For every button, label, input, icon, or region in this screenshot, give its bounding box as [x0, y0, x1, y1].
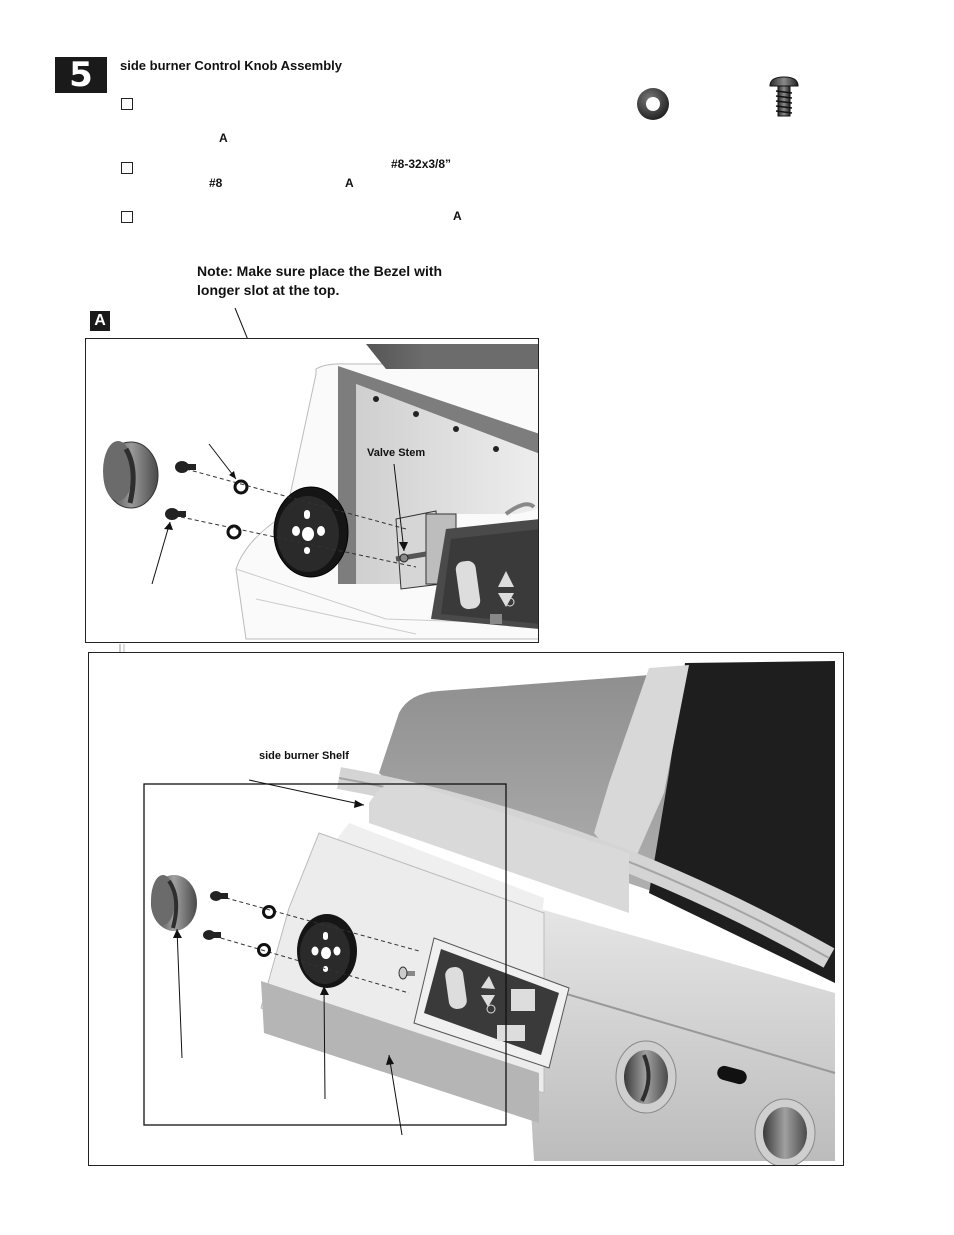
step-number: 5	[55, 57, 107, 93]
washer-icon	[637, 88, 669, 120]
figure-ref-2: A	[345, 176, 354, 190]
figure-a-label: A	[90, 311, 110, 331]
figure-ref-3: A	[453, 209, 462, 223]
side-burner-shelf-label: side burner Shelf	[259, 750, 349, 762]
figure-a-illustration	[103, 344, 538, 640]
screw-icon	[769, 76, 799, 117]
figure-b-illustration	[143, 661, 836, 1165]
valve-stem-label: Valve Stem	[367, 447, 426, 459]
figure-ref-1: A	[219, 131, 228, 145]
checkbox-step-2[interactable]	[121, 162, 133, 174]
screw-spec: #8-32x3/8”	[391, 157, 452, 171]
washer-spec: #8	[209, 176, 223, 190]
bezel-note-line-2: longer slot at the top.	[197, 282, 340, 298]
bezel-note-line-1: Note: Make sure place the Bezel with	[197, 263, 443, 279]
figure-b-panel: side burner Shelf	[88, 652, 844, 1166]
step-title: side burner Control Knob Assembly	[120, 58, 342, 73]
figure-a-panel: Valve Stem	[85, 338, 539, 643]
checkbox-step-3[interactable]	[121, 211, 133, 223]
checkbox-step-1[interactable]	[121, 98, 133, 110]
bezel-note: Note: Make sure place the Bezel with lon…	[197, 262, 497, 300]
